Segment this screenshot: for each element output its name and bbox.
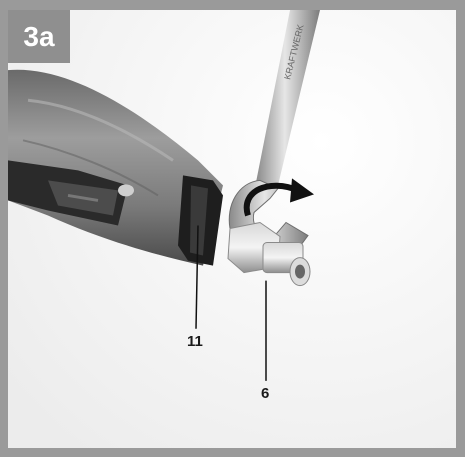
callout-label-11: 11: [187, 333, 203, 350]
rotation-arrow-icon: [243, 178, 314, 217]
callout-line-11: [195, 225, 199, 329]
air-connector: [227, 221, 311, 287]
product-photo: KRAFTWERK: [8, 10, 456, 448]
figure-label: 3a: [8, 10, 70, 63]
callout-label-6: 6: [261, 385, 270, 402]
tool-body: [8, 69, 223, 266]
